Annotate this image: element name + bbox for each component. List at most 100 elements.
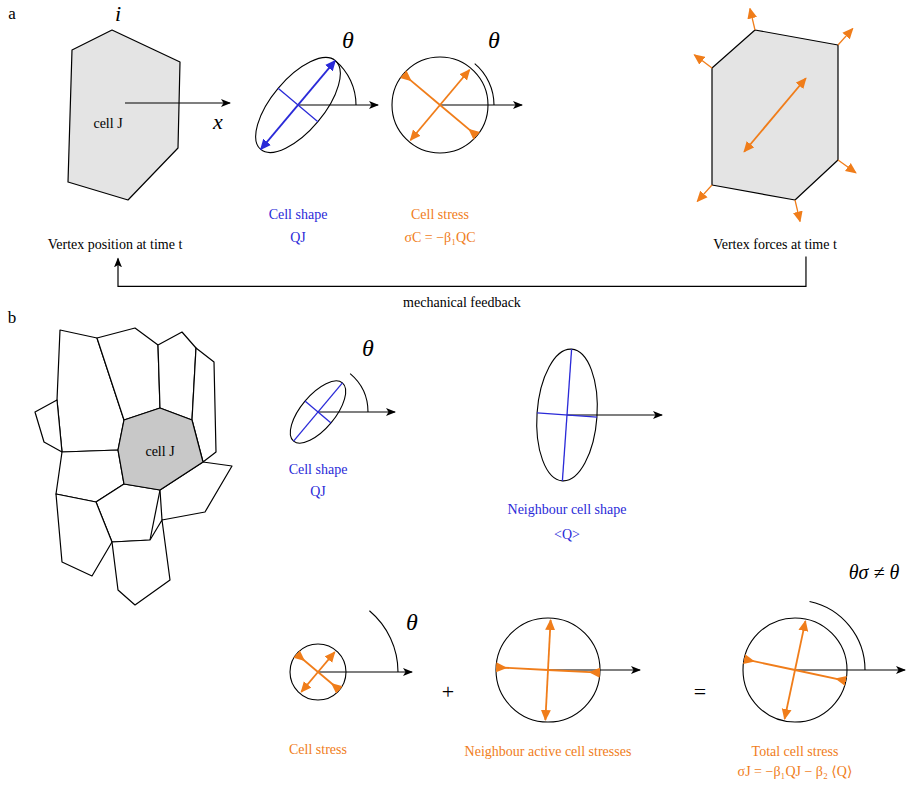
- cell-stress-circle: Cell stress σC = −β₁QC: [385, 30, 495, 250]
- major-axis: [294, 383, 343, 441]
- x-axis-arrow: [298, 104, 378, 105]
- angle-label: θ: [342, 27, 354, 53]
- angle-arc: [335, 61, 356, 105]
- operator-symbol: +: [442, 680, 454, 704]
- tension-arrow: [785, 670, 795, 719]
- tension-arrow: [410, 105, 440, 140]
- ellipse-outline: [241, 44, 355, 166]
- node-drawing: [281, 372, 395, 452]
- node-formula: σJ = −β₁QJ − β₂ ⟨Q⟩: [738, 764, 853, 781]
- major-axis: [261, 61, 336, 150]
- node-label: Cell shape: [269, 207, 328, 224]
- minor-axis: [305, 401, 331, 423]
- angle-arc: [350, 374, 368, 412]
- compression-arrow: [297, 654, 318, 672]
- x-axis-arrow: [318, 411, 395, 412]
- node-label: Total cell stress: [752, 744, 839, 761]
- node-label: Cell stress: [411, 207, 469, 224]
- angle-label: θ: [488, 27, 500, 53]
- tension-arrow: [795, 621, 805, 670]
- cell-shape-ellipse: Cell shapeQJ: [238, 30, 358, 250]
- vertex-force-arrow: [838, 160, 856, 173]
- cell-outline: [118, 408, 203, 490]
- stress-axis-arrow: [744, 78, 806, 152]
- feedback-connector: [118, 256, 806, 286]
- compression-arrow: [744, 659, 795, 670]
- node-drawing: [743, 602, 905, 722]
- axis-label: x: [213, 110, 223, 134]
- node-label: Neighbour cell shape: [508, 502, 627, 519]
- node-label: cell J: [145, 444, 174, 461]
- vertex-label: i: [115, 2, 121, 26]
- vertex-force-arrow: [694, 55, 712, 68]
- node-label: cell J: [93, 116, 122, 133]
- vertex-force-arrow: [795, 200, 800, 221]
- node-label: Neighbour active cell stresses: [465, 744, 632, 761]
- neighbour-stress-circle: Neighbour active cell stresses: [448, 612, 648, 764]
- vertex-force-arrow: [750, 9, 755, 30]
- compression-arrow: [440, 105, 477, 136]
- panel-letter: a: [8, 5, 16, 24]
- node-outline: [680, 8, 870, 256]
- node-formula: <Q>: [554, 527, 580, 544]
- angle-arc: [475, 64, 494, 105]
- node-outline: [448, 612, 648, 764]
- node-outline: [40, 22, 240, 256]
- angle-label: θ: [362, 335, 374, 361]
- minor-axis: [278, 88, 318, 121]
- tension-arrow: [301, 672, 318, 692]
- angle-arc: [810, 602, 865, 670]
- cell-outline: [712, 30, 838, 200]
- angle-arc: [369, 611, 398, 672]
- cell-stress-circle: Cell stress: [268, 620, 368, 762]
- node-drawing: [290, 611, 412, 700]
- node-formula: QJ: [290, 230, 306, 247]
- ellipse-outline: [281, 372, 356, 452]
- angle-label: θ: [406, 609, 418, 635]
- node-label: Cell stress: [289, 742, 347, 759]
- node-drawing: [392, 57, 522, 153]
- node-drawing: [241, 44, 378, 166]
- neighbour-cell: [158, 332, 196, 420]
- compression-arrow: [318, 672, 339, 690]
- tension-arrow: [545, 670, 548, 720]
- tissue: [35, 328, 232, 605]
- compression-arrow: [548, 670, 600, 673]
- total-stress-circle: Total cell stress σJ = −β₁QJ − β₂ ⟨Q⟩: [720, 598, 870, 783]
- node-outline: [258, 360, 378, 505]
- neighbour-cell: [112, 520, 170, 605]
- tension-arrow: [440, 70, 470, 105]
- compression-arrow: [496, 667, 548, 670]
- neighbour-cell: [97, 328, 160, 420]
- vertex-force-arrow: [697, 185, 712, 201]
- tension-arrow: [548, 620, 551, 670]
- node-drawing: [496, 618, 640, 722]
- node-formula: QJ: [310, 484, 326, 501]
- node-label: Cell shape: [289, 462, 348, 479]
- node-drawing: [118, 408, 203, 490]
- node-drawing: [532, 347, 662, 483]
- minor-axis: [537, 413, 597, 417]
- x-axis-arrow: [125, 102, 230, 103]
- cell-shape-ellipse: Cell shapeQJ: [258, 360, 378, 505]
- node-drawing: [68, 30, 230, 200]
- panel-letter: b: [8, 309, 17, 328]
- node-drawing: [694, 9, 856, 222]
- compression-arrow: [403, 74, 440, 105]
- neighbour-cell: [35, 400, 62, 452]
- neighbour-cell: [56, 494, 112, 576]
- vertex-force-arrow: [838, 29, 853, 45]
- ellipse-outline: [532, 347, 601, 483]
- edge-label: mechanical feedback: [403, 296, 521, 311]
- compression-arrow: [795, 670, 846, 681]
- cell-polygon: cell JVertex position at time t: [40, 22, 240, 256]
- node-outline: [268, 620, 368, 762]
- tension-arrow: [318, 652, 335, 672]
- cell-polygon: cell J: [114, 404, 206, 494]
- angle-label: θσ ≠ θ: [849, 561, 900, 583]
- vertex-forces-cell: Vertex forces at time t: [680, 8, 870, 256]
- x-axis-arrow: [440, 104, 522, 105]
- node-formula: σC = −β₁QC: [404, 230, 475, 247]
- x-axis-arrow: [795, 669, 905, 670]
